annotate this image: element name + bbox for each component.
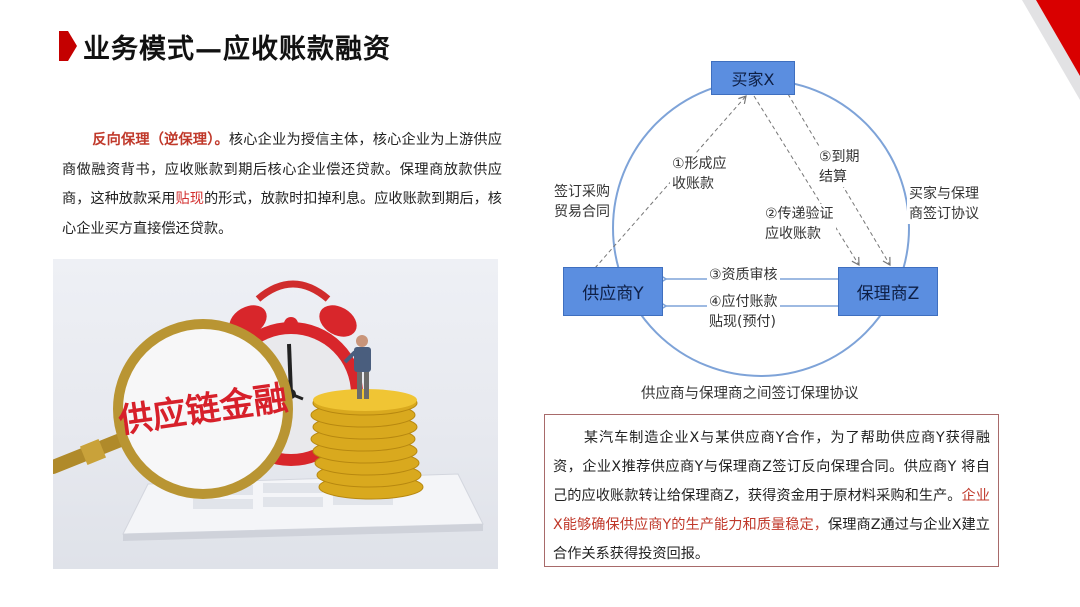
case-study-box: 某汽车制造企业X与某供应商Y合作，为了帮助供应商Y获得融资，企业X推荐供应商Y与… [544, 414, 999, 567]
label-line: 签订采购 [554, 184, 610, 200]
label-purchase-contract: 签订采购 贸易合同 [552, 182, 612, 222]
node-supplier-y: 供应商Y [563, 267, 663, 316]
supply-chain-finance-photo: 供应链金融 [53, 259, 498, 569]
title-marker-icon [59, 31, 77, 61]
label-line: 应收账款 [765, 226, 821, 242]
label-line: 贸易合同 [554, 204, 610, 220]
label-line: ④应付账款 [709, 294, 778, 310]
case-highlight: 企业X能够确保供应商Y的生产能力和质量稳定， [553, 488, 990, 533]
case-text-2: 保理商Z通过与企业X建立合作关系获得投资回报。 [553, 517, 990, 562]
label-buyer-factor-agreement: 买家与保理 商签订协议 [907, 184, 981, 224]
label-line: 结算 [819, 169, 847, 185]
intro-lead-highlight: 反向保理（逆保理）。 [92, 132, 229, 148]
label-line: 商签订协议 [909, 206, 979, 222]
label-step1: ①形成应 收账款 [670, 154, 729, 194]
title-bar: 业务模式—应收账款融资 [59, 28, 391, 65]
label-step4: ④应付账款 贴现(预付) [707, 292, 780, 332]
reverse-factoring-diagram: 买家X 供应商Y 保理商Z 签订采购 贸易合同 ①形成应 收账款 ⑤到期 结算 … [540, 50, 1010, 410]
photo-illustration: 供应链金融 [53, 280, 484, 541]
node-buyer-label: 买家X [731, 70, 775, 89]
intro-highlight-word: 贴现 [175, 191, 204, 207]
node-buyer-x: 买家X [711, 61, 795, 95]
node-factor-label: 保理商Z [856, 284, 920, 304]
intro-text-1: 核心企业为授信主体，核心企业为上游供应商做融资背书，应收账款到期后核心企业偿还贷… [62, 132, 502, 207]
corner-decoration [1022, 0, 1080, 100]
intro-text-2: 的形式，放款时扣掉利息。应收账款到期后，核心企业买方直接偿还贷款。 [62, 191, 502, 237]
node-factor-z: 保理商Z [838, 267, 938, 316]
label-line: 收账款 [672, 176, 714, 192]
label-line: ①形成应 [672, 156, 727, 172]
label-line: ⑤到期 [819, 149, 860, 165]
page-title: 业务模式—应收账款融资 [83, 33, 391, 65]
label-line: 买家与保理 [909, 186, 979, 202]
label-line: 贴现(预付) [709, 314, 776, 330]
label-supplier-factor-agreement: 供应商与保理商之间签订保理协议 [641, 386, 859, 402]
case-text-1: 某汽车制造企业X与某供应商Y合作，为了帮助供应商Y获得融资，企业X推荐供应商Y与… [553, 430, 990, 504]
label-line: ②传递验证 [765, 206, 834, 222]
label-step5: ⑤到期 结算 [817, 147, 862, 187]
intro-paragraph: 反向保理（逆保理）。核心企业为授信主体，核心企业为上游供应商做融资背书，应收账款… [62, 126, 502, 244]
node-supplier-label: 供应商Y [582, 284, 644, 304]
label-step2: ②传递验证 应收账款 [763, 204, 836, 244]
label-step3: ③资质审核 [707, 265, 780, 285]
